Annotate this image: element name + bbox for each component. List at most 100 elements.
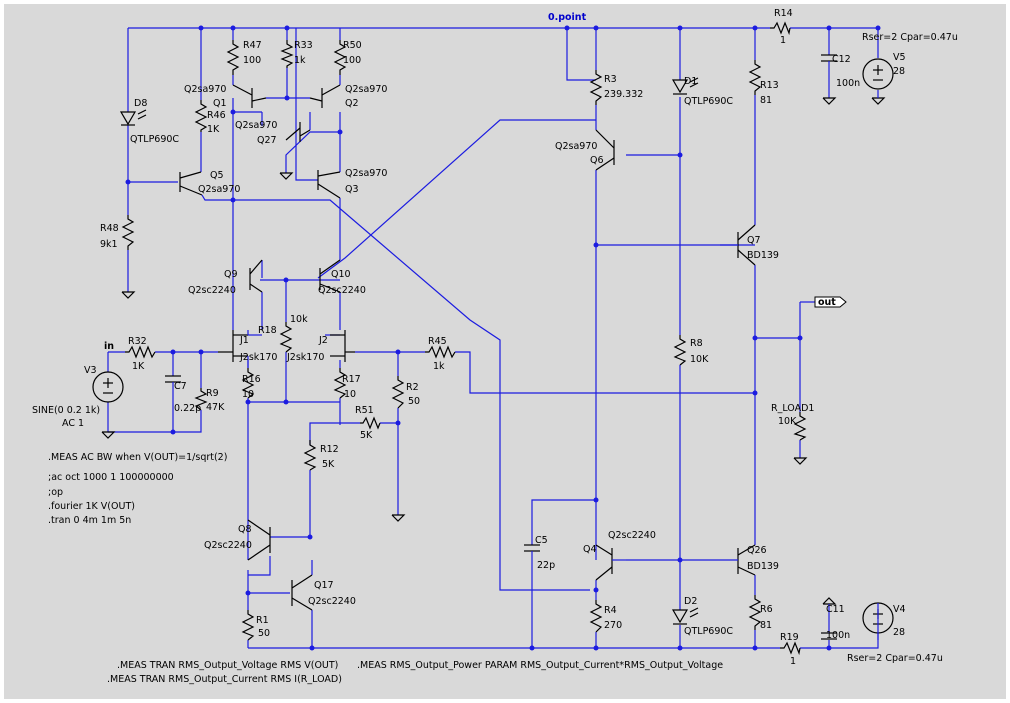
label-q1-name: Q1 [213, 98, 227, 109]
label-v4-param: Rser=2 Cpar=0.47u [847, 653, 943, 664]
resistor-r13-symbol [748, 60, 762, 95]
label-r-load1-value: 10K [778, 416, 797, 427]
label-d2-name: D2 [684, 596, 697, 607]
label-r18-value: 10k [290, 314, 308, 325]
transistor-q2-symbol [309, 84, 341, 108]
label-r13-name: R13 [760, 80, 779, 91]
label-c12-name: C12 [832, 54, 851, 65]
label-v5-param: Rser=2 Cpar=0.47u [862, 32, 958, 43]
transistor-q9-symbol [249, 259, 263, 293]
label-r47-value: 100 [243, 55, 261, 66]
label-r45-name: R45 [428, 336, 447, 347]
label-r2-name: R2 [406, 382, 419, 393]
output-port-symbol [814, 296, 847, 308]
label-v3-line2: AC 1 [62, 418, 84, 429]
capacitor-c7-symbol [165, 375, 181, 398]
label-q17-name: Q17 [314, 580, 334, 591]
resistor-r1-symbol [241, 610, 255, 641]
voltage-source-v5-symbol [862, 58, 894, 90]
label-v4-name: V4 [893, 604, 906, 615]
label-r6-value: 81 [760, 620, 772, 631]
resistor-r51-symbol [360, 416, 381, 430]
net-label-in: in [104, 341, 114, 352]
transistor-q10-symbol [319, 259, 341, 293]
transistor-q7-symbol [720, 224, 756, 266]
label-r50-value: 100 [343, 55, 361, 66]
label-r46-value: 1K [207, 124, 220, 135]
label-r46-name: R46 [207, 110, 226, 121]
label-j2-name: J2 [318, 335, 328, 346]
resistor-r45-symbol [425, 345, 456, 359]
transistor-q5-symbol [179, 171, 203, 196]
label-r14-name: R14 [774, 8, 793, 19]
label-r47-name: R47 [243, 40, 262, 51]
resistor-r18-symbol [279, 322, 293, 353]
label-r12-value: 5K [322, 459, 335, 470]
label-r2-value: 50 [408, 396, 420, 407]
label-r48-value: 9k1 [100, 239, 118, 250]
transistor-q27-symbol [285, 122, 311, 142]
net-label-out: out [818, 297, 836, 308]
label-q2-name: Q2 [345, 98, 359, 109]
label-r32-value: 1K [132, 361, 145, 372]
resistor-r50-symbol [333, 40, 347, 75]
label-d2-model: QTLP690C [684, 626, 733, 637]
label-c5-name: C5 [535, 535, 548, 546]
label-r19-value: 1 [790, 656, 796, 667]
labels: 0.point in out R14 1 C12 100n Rser=2 Cpa… [32, 8, 958, 685]
label-q4-model: Q2sc2240 [608, 530, 656, 541]
transistor-q8-symbol [247, 519, 271, 561]
label-c11-name: C11 [826, 604, 845, 615]
resistor-r3-symbol [589, 70, 603, 105]
label-r45-value: 1k [433, 361, 445, 372]
transistor-q4-symbol [595, 544, 626, 581]
label-q1-model: Q2sa970 [184, 84, 226, 95]
label-r19-name: R19 [780, 632, 799, 643]
resistor-r16-symbol [241, 368, 255, 399]
directive-meas-voltage: .MEAS TRAN RMS_Output_Voltage RMS V(OUT) [117, 660, 338, 671]
label-q7-model: BD139 [747, 250, 779, 261]
resistor-r17-symbol [333, 368, 347, 399]
label-r1-name: R1 [256, 615, 269, 626]
label-v5-name: V5 [893, 52, 906, 63]
label-r18-name: R18 [258, 325, 277, 336]
label-r8-value: 10K [690, 354, 709, 365]
label-r9-value: 47K [206, 402, 225, 413]
label-d1-name: D1 [684, 76, 697, 87]
capacitor-c5-symbol [524, 544, 540, 575]
label-q17-model: Q2sc2240 [308, 596, 356, 607]
label-j1-model: J2sk170 [239, 352, 277, 363]
label-r3-value: 239.332 [604, 89, 643, 100]
directive-ac: ;ac oct 1000 1 100000000 [48, 472, 174, 483]
label-r16-name: R16 [242, 374, 261, 385]
label-q27-model: Q2sa970 [235, 120, 277, 131]
voltage-source-v3-symbol [92, 371, 124, 403]
label-v5-value: 28 [893, 66, 905, 77]
component-symbols [92, 21, 894, 656]
label-q10-name: Q10 [331, 269, 351, 280]
resistor-r9-symbol [194, 388, 208, 411]
resistor-r8-symbol [673, 335, 687, 366]
led-d1-symbol [671, 77, 699, 95]
label-q8-model: Q2sc2240 [204, 540, 252, 551]
label-q5-model: Q2sa970 [198, 184, 240, 195]
capacitor-c11-symbol [821, 615, 837, 640]
net-label-zero-point: 0.point [548, 12, 587, 23]
resistor-r33-symbol [280, 40, 294, 68]
resistor-r47-symbol [226, 40, 240, 75]
label-r17-value: 10 [344, 389, 356, 400]
transistor-q17-symbol [291, 574, 313, 611]
label-r12-name: R12 [320, 444, 339, 455]
resistor-r6-symbol [748, 595, 762, 630]
resistor-r12-symbol [303, 440, 317, 471]
label-r14-value: 1 [780, 35, 786, 46]
label-r-load1-name: R_LOAD1 [771, 403, 814, 414]
resistor-r14-symbol [770, 21, 791, 36]
label-q6-model: Q2sa970 [555, 141, 597, 152]
directive-meas-ac: .MEAS AC BW when V(OUT)=1/sqrt(2) [48, 452, 227, 463]
resistor-r46-symbol [194, 100, 208, 132]
transistor-q3-symbol [317, 170, 341, 199]
label-c7-name: C7 [174, 381, 187, 392]
label-r4-value: 270 [604, 620, 622, 631]
